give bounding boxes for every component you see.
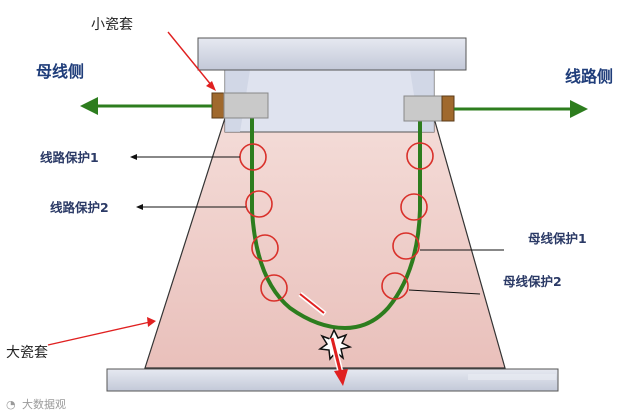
watermark-text: 大数据观 — [22, 397, 66, 411]
line-protection-2-label: 线路保护2 — [50, 200, 109, 215]
bus-protection-1-label: 母线保护1 — [528, 231, 587, 246]
small-bushing-pointer-head — [206, 81, 216, 91]
ct-ring-right-4 — [381, 272, 409, 300]
ct-ring-left-4 — [260, 274, 288, 302]
large-bushing-label: 大瓷套 — [6, 345, 48, 361]
line-protection-1-label: 线路保护1 — [40, 150, 99, 165]
line-side-label: 线路侧 — [565, 67, 613, 86]
leader-bus-protection-2 — [408, 289, 481, 295]
fault-arrowhead — [334, 369, 348, 386]
ct-ring-left-2 — [245, 190, 273, 218]
base-plate — [106, 368, 559, 392]
ct-ring-right-2 — [400, 193, 428, 221]
ct-ring-right-1 — [406, 142, 434, 170]
large-bushing-body — [144, 117, 506, 369]
small-bushing-pointer — [167, 31, 213, 87]
fault-arrow-core — [330, 337, 343, 375]
terminal-left-inner — [223, 92, 269, 119]
conductor-path — [250, 110, 422, 331]
terminal-right-outer — [441, 95, 455, 122]
large-bushing-pointer — [47, 321, 151, 346]
fault-pointer — [299, 293, 325, 314]
small-bushing-label: 小瓷套 — [91, 17, 133, 33]
watermark-smudge — [468, 374, 556, 380]
bus-side-arrowhead — [80, 97, 98, 115]
ct-ring-left-3 — [251, 234, 279, 262]
ct-ring-right-3 — [392, 232, 420, 260]
watermark-icon: ◔ — [6, 398, 16, 411]
line-side-arrowhead — [570, 100, 588, 118]
terminal-left-outer — [211, 92, 225, 119]
terminal-right-inner — [403, 95, 443, 122]
bus-protection-2-label: 母线保护2 — [503, 274, 562, 289]
bus-side-label: 母线侧 — [36, 62, 84, 81]
large-bushing-pointer-head — [147, 317, 156, 327]
small-bushing-cap — [197, 37, 467, 71]
